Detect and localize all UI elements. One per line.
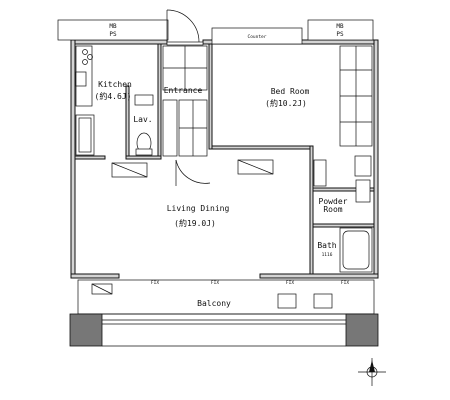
balcony: FIX FIX FIX FIX Balcony — [69, 279, 379, 347]
counter-label: Counter — [248, 34, 267, 40]
bedroom: Counter Bed Room (約10.2J) — [211, 27, 373, 147]
fix-label-1: FIX — [151, 280, 159, 286]
interior-walls — [74, 43, 375, 275]
fix-label-4: FIX — [341, 280, 349, 286]
living-area: (約19.0J) — [174, 218, 216, 228]
lav-label: Lav. — [133, 115, 152, 124]
powder-label-2: Room — [323, 205, 342, 214]
pipe-shaft-right: MB PS — [307, 19, 374, 41]
kitchen-label: Kitchen — [98, 80, 132, 89]
fix-label-3: FIX — [286, 280, 294, 286]
entrance-closets: Entrance — [162, 45, 208, 157]
entrance-label: Entrance — [164, 86, 203, 95]
bedroom-label: Bed Room — [271, 87, 310, 96]
bedroom-area: (約10.2J) — [265, 98, 307, 108]
kitchen-area: (約4.6J) — [95, 91, 132, 101]
pipe-shaft-left: MB PS — [57, 19, 169, 41]
powder-room: Powder Room — [313, 155, 372, 214]
bath: Bath 1116 — [317, 227, 373, 273]
bath-label: Bath — [317, 241, 336, 250]
kitchen: Kitchen (約4.6J) — [75, 45, 132, 156]
north-arrow-icon — [358, 358, 386, 386]
shaft-right-label2: PS — [336, 31, 344, 38]
bath-size: 1116 — [322, 252, 333, 258]
shaft-right-label1: MB — [336, 23, 344, 30]
balcony-label: Balcony — [197, 299, 231, 308]
lavatory: Lav. — [133, 94, 211, 186]
living-dining: Living Dining (約19.0J) — [111, 159, 274, 228]
powder-label: Powder — [319, 197, 348, 206]
fix-label-2: FIX — [211, 280, 219, 286]
shaft-left-label1: MB — [109, 23, 117, 30]
entrance-door — [166, 9, 204, 46]
living-label: Living Dining — [167, 204, 230, 213]
shaft-left-label2: PS — [109, 31, 117, 38]
